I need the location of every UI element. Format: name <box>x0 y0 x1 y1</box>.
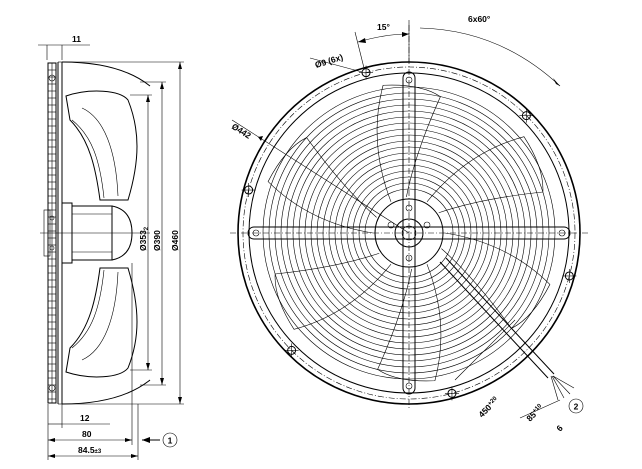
angle-6x60: 6x60° <box>468 14 491 24</box>
blade-lower <box>65 267 138 378</box>
mount-holes <box>241 65 577 401</box>
dim-d353: Ø3532 <box>138 226 150 251</box>
angle-15: 15° <box>377 22 390 32</box>
side-view: 11 <box>38 34 184 460</box>
callout-2-circle <box>568 398 584 414</box>
hub-inner <box>394 218 424 248</box>
dim-top-width: 11 <box>72 34 81 44</box>
callout-1: 1 <box>168 436 173 446</box>
dim-12: 12 <box>80 413 90 423</box>
strut-horizontal <box>247 226 571 240</box>
dim-d460: Ø460 <box>170 230 180 251</box>
guard-ticks <box>48 69 56 400</box>
strip-6: 6 <box>554 423 565 434</box>
callout-2: 2 <box>574 402 579 412</box>
front-view: 15° 6x60° Ø9 (6x) Ø442 450+20 85+10 6 2 <box>230 14 590 433</box>
hole-label: Ø9 (6x) <box>314 52 345 70</box>
strip-length: 85+10 <box>524 402 545 423</box>
dim-d442: Ø442 <box>230 121 253 141</box>
dim-80: 80 <box>82 429 92 439</box>
cable-length: 450+20 <box>476 395 501 420</box>
blades-front <box>267 84 551 382</box>
strut-vertical <box>402 71 416 395</box>
hub-outer <box>374 198 444 268</box>
callout-1-circle <box>162 432 178 448</box>
dim-d390: Ø390 <box>152 230 162 251</box>
dim-84-5: 84.5±3 <box>78 445 102 455</box>
blade-upper <box>65 90 138 201</box>
